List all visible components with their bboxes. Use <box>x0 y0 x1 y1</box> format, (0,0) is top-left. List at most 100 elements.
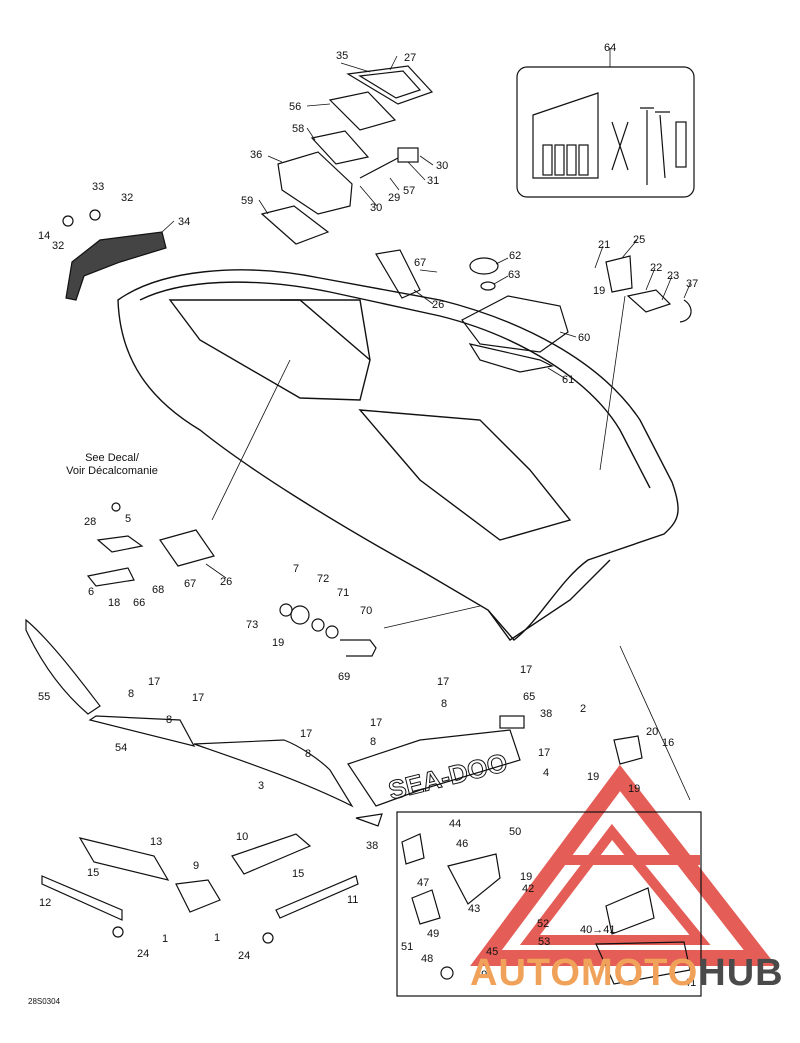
rear-assembly-frame <box>396 811 702 997</box>
callout-c17d: 17 <box>370 717 382 729</box>
fuel-cap <box>469 257 499 275</box>
callout-c26b: 26 <box>220 576 232 588</box>
callout-c39: 39 <box>475 969 487 981</box>
tool-socket <box>554 144 565 176</box>
part-6 <box>86 567 135 587</box>
callout-c8d: 8 <box>305 748 311 760</box>
callout-c24b: 24 <box>238 950 250 962</box>
callout-c4: 4 <box>543 767 549 779</box>
pliers-icon <box>611 121 629 171</box>
tool-pouch <box>532 92 599 179</box>
callout-c55: 55 <box>38 691 50 703</box>
callout-c65: 65 <box>523 691 535 703</box>
callout-c59: 59 <box>241 195 253 207</box>
hull-stern <box>487 559 611 641</box>
hull-deck-edge <box>139 281 651 489</box>
callout-c57: 57 <box>403 185 415 197</box>
side-decal-group <box>25 618 525 827</box>
callout-c56: 56 <box>289 101 301 113</box>
callout-c18: 18 <box>108 597 120 609</box>
decal-65 <box>499 715 525 729</box>
tray-seal <box>468 343 554 373</box>
callout-c33: 33 <box>92 181 104 193</box>
callout-c54: 54 <box>115 742 127 754</box>
callout-c46: 46 <box>456 838 468 850</box>
callout-c32a: 32 <box>121 192 133 204</box>
storage-bin <box>277 151 353 215</box>
washer <box>279 603 293 617</box>
callout-c13: 13 <box>150 836 162 848</box>
watermark-text: AUTOMOTOHUB <box>470 952 784 994</box>
hull-decal-text: SEA-DOO <box>385 747 510 805</box>
callout-c37: 37 <box>686 278 698 290</box>
callout-c1a: 1 <box>162 933 168 945</box>
callout-c17b: 17 <box>192 692 204 704</box>
decal-note-line2: Voir Décalcomanie <box>66 465 158 477</box>
callout-c64: 64 <box>604 42 616 54</box>
callout-c17g: 17 <box>538 747 550 759</box>
rear-assembly-group <box>396 735 702 997</box>
tool-kit-group <box>516 66 695 198</box>
plate-22 <box>626 289 672 313</box>
tie-bracket-group <box>605 255 692 323</box>
connector-9 <box>175 879 221 913</box>
cap-24a <box>112 926 124 938</box>
rail-nut <box>89 209 101 221</box>
callout-c19d: 19 <box>628 783 640 795</box>
callout-c2: 2 <box>580 703 586 715</box>
callout-c32b: 32 <box>52 240 64 252</box>
bracket-26b <box>159 529 215 567</box>
callout-c12: 12 <box>39 897 51 909</box>
bracket-26 <box>375 249 421 299</box>
callout-c61: 61 <box>562 374 574 386</box>
bracket-25 <box>605 255 633 293</box>
callout-c35: 35 <box>336 50 348 62</box>
callout-c38a: 38 <box>540 708 552 720</box>
hull-body <box>117 269 679 641</box>
callout-c19e: 19 <box>520 871 532 883</box>
callout-c31: 31 <box>427 175 439 187</box>
bracket-46 <box>447 853 501 905</box>
callout-c73: 73 <box>246 619 258 631</box>
watermark-triangle-outer <box>470 764 777 966</box>
leader-lines <box>161 48 691 801</box>
callout-c48: 48 <box>421 953 433 965</box>
callout-c67b: 67 <box>184 578 196 590</box>
screwdriver-icon <box>640 107 654 185</box>
front-storage-group <box>375 249 569 373</box>
grab-rail <box>65 231 167 301</box>
callout-c30a: 30 <box>436 160 448 172</box>
seat-area <box>168 299 371 401</box>
callout-c38b: 38 <box>366 840 378 852</box>
decal-54 <box>88 715 196 747</box>
callout-c67a: 67 <box>414 257 426 269</box>
callout-c30b: 30 <box>370 202 382 214</box>
callout-c45: 45 <box>486 946 498 958</box>
decal-38b <box>355 813 383 827</box>
valve-20 <box>613 735 643 765</box>
callout-c63: 63 <box>508 269 520 281</box>
callout-c52: 52 <box>537 918 549 930</box>
decal-3 <box>193 739 354 808</box>
watermark-text-part1: AUTOMOTO <box>470 952 698 994</box>
strip-11 <box>275 875 359 919</box>
callout-c8e: 8 <box>441 698 447 710</box>
storage-gasket <box>310 130 370 165</box>
callout-c27: 27 <box>404 52 416 64</box>
callout-c28: 28 <box>84 516 96 528</box>
callout-c19a: 19 <box>593 285 605 297</box>
callout-c6: 6 <box>88 586 94 598</box>
callout-c60: 60 <box>578 332 590 344</box>
callout-c21: 21 <box>598 239 610 251</box>
callout-c4041: 40→41 <box>580 924 615 936</box>
sponson-group <box>41 833 359 944</box>
callout-c68: 68 <box>152 584 164 596</box>
callout-c15b: 15 <box>292 868 304 880</box>
callout-c71: 71 <box>337 587 349 599</box>
seat-ridge <box>280 299 371 361</box>
callout-c50: 50 <box>509 826 521 838</box>
wrench-icon <box>655 111 670 179</box>
callout-c26a: 26 <box>432 299 444 311</box>
latch-rod <box>359 157 399 179</box>
